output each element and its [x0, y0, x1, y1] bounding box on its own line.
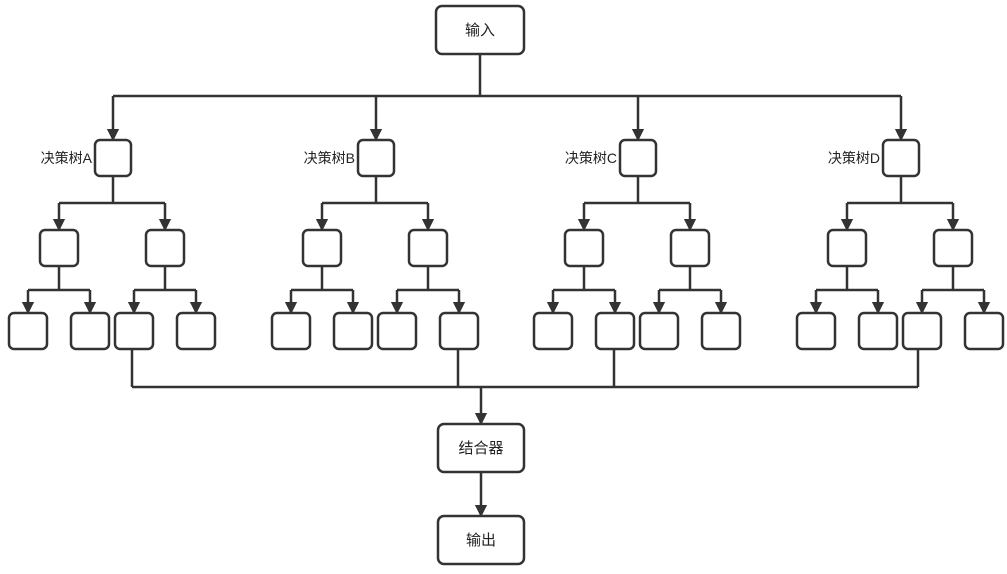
tree-leaf-node[interactable] [532, 311, 574, 351]
tree-internal-node[interactable] [669, 228, 711, 268]
combiner-node[interactable]: 结合器 [436, 422, 526, 474]
tree-leaf-node[interactable] [332, 311, 374, 351]
trees: 决策树A 决策树B 决策树C 决策树D [7, 138, 1005, 351]
decision-tree-b: 决策树B [270, 138, 480, 351]
tree-root-node[interactable] [93, 138, 133, 178]
tree-leaf-node[interactable] [438, 311, 480, 351]
tree-name-label: 决策树B [304, 150, 355, 166]
tree-name-label: 决策树D [828, 150, 880, 166]
tree-leaf-node[interactable] [270, 311, 312, 351]
decision-tree-c: 决策树C [532, 138, 742, 351]
tree-internal-node[interactable] [932, 228, 974, 268]
tree-leaf-node[interactable] [963, 311, 1005, 351]
tree-leaf-node[interactable] [175, 311, 217, 351]
tree-leaf-node[interactable] [113, 311, 155, 351]
tree-internal-node[interactable] [301, 228, 343, 268]
tree-leaf-node[interactable] [795, 311, 837, 351]
input-node[interactable]: 输入 [434, 4, 526, 56]
tree-root-node[interactable] [356, 138, 396, 178]
input-label: 输入 [465, 22, 495, 39]
tree-leaf-node[interactable] [7, 311, 49, 351]
tree-leaf-node[interactable] [638, 311, 680, 351]
tree-internal-node[interactable] [407, 228, 449, 268]
tree-leaf-node[interactable] [901, 311, 943, 351]
combiner-label: 结合器 [458, 440, 503, 457]
edges [21, 54, 991, 518]
tree-internal-node[interactable] [144, 228, 186, 268]
tree-leaf-node[interactable] [700, 311, 742, 351]
tree-name-label: 决策树A [41, 150, 93, 166]
tree-root-node[interactable] [618, 138, 658, 178]
tree-name-label: 决策树C [565, 150, 617, 166]
tree-internal-node[interactable] [563, 228, 605, 268]
output-node[interactable]: 输出 [436, 514, 526, 566]
tree-leaf-node[interactable] [69, 311, 111, 351]
decision-tree-a: 决策树A [7, 138, 217, 351]
output-label: 输出 [466, 532, 496, 549]
tree-leaf-node[interactable] [857, 311, 899, 351]
tree-root-node[interactable] [881, 138, 921, 178]
tree-leaf-node[interactable] [376, 311, 418, 351]
tree-leaf-node[interactable] [594, 311, 636, 351]
tree-internal-node[interactable] [38, 228, 80, 268]
decision-tree-d: 决策树D [795, 138, 1005, 351]
tree-internal-node[interactable] [826, 228, 868, 268]
